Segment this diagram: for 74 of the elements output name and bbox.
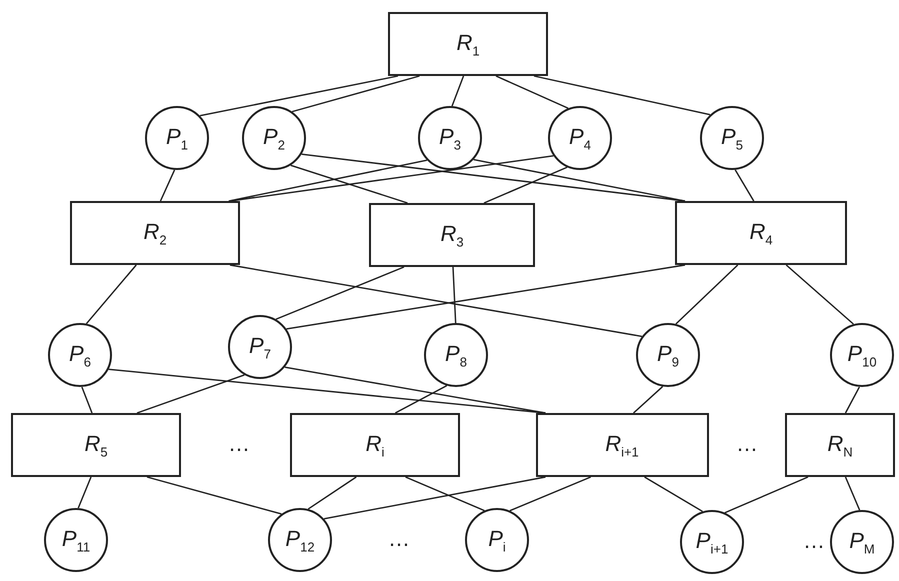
ellipsis: … xyxy=(228,431,250,457)
connector-line xyxy=(160,170,176,202)
relation-box xyxy=(11,413,181,477)
node-label: P$_{9}$ xyxy=(657,340,679,370)
ellipsis: … xyxy=(388,526,410,552)
connector-line xyxy=(228,160,428,202)
node-label: P$_{11}$ xyxy=(62,526,90,554)
connector-line xyxy=(484,166,568,204)
node-label: R$_{i}$ xyxy=(366,430,384,460)
node-label: P$_{5}$ xyxy=(721,124,743,152)
connector-line xyxy=(146,476,282,515)
parameter-circle xyxy=(418,106,482,170)
node-label: R$_{N}$ xyxy=(827,430,853,460)
connector-line xyxy=(308,476,357,510)
connector-line xyxy=(644,476,703,512)
ellipsis: … xyxy=(803,528,825,554)
node-label: R$_{i+1}$ xyxy=(605,430,639,460)
node-label: P$_{2}$ xyxy=(263,124,285,152)
connector-line xyxy=(786,264,854,325)
node-label: P$_{8}$ xyxy=(445,340,467,370)
connector-line xyxy=(675,264,738,324)
node-label: P$_{M}$ xyxy=(849,528,875,556)
node-label: P$_{1}$ xyxy=(166,124,188,152)
connector-line xyxy=(324,476,546,520)
connector-line xyxy=(290,164,408,204)
connector-line xyxy=(286,264,686,330)
connector-line xyxy=(452,266,456,324)
node-label: P$_{7}$ xyxy=(249,332,271,362)
ellipsis: … xyxy=(736,431,758,457)
connector-line xyxy=(276,266,404,320)
connector-line xyxy=(734,169,754,202)
connector-line xyxy=(844,476,860,510)
connector-line xyxy=(200,75,398,116)
connector-line xyxy=(78,476,92,508)
node-label: P$_{6}$ xyxy=(69,340,91,370)
connector-line xyxy=(136,374,245,414)
relation-box xyxy=(785,413,895,477)
connector-line xyxy=(230,264,642,338)
connector-line xyxy=(230,155,554,202)
node-label: R$_{1}$ xyxy=(456,30,480,58)
connector-line xyxy=(81,386,93,414)
node-label: P$_{i}$ xyxy=(488,526,506,554)
connector-line xyxy=(510,476,592,512)
connector-line xyxy=(724,476,808,514)
node-label: R$_{3}$ xyxy=(440,220,464,250)
parameter-circle xyxy=(228,315,292,379)
node-label: P$_{i+1}$ xyxy=(696,528,728,556)
connector-line xyxy=(496,75,568,109)
relation-box xyxy=(536,413,708,477)
node-label: P$_{12}$ xyxy=(285,526,315,554)
parameter-circle xyxy=(242,106,306,170)
relation-box xyxy=(290,413,460,477)
connector-line xyxy=(534,75,710,116)
node-label: R$_{2}$ xyxy=(143,218,167,248)
connector-line xyxy=(405,476,485,512)
connector-line xyxy=(284,366,546,414)
node-label: R$_{4}$ xyxy=(749,218,773,248)
parameter-circle xyxy=(268,508,332,572)
relation-box xyxy=(388,12,548,76)
relation-box xyxy=(70,201,240,265)
connector-line xyxy=(844,386,860,414)
parameter-circle xyxy=(548,106,612,170)
connector-line xyxy=(633,386,664,414)
relation-box xyxy=(675,201,847,265)
node-label: P$_{4}$ xyxy=(569,124,591,152)
node-label: R$_{5}$ xyxy=(84,430,108,460)
connector-line xyxy=(394,385,448,414)
connector-line xyxy=(292,75,420,112)
connector-line xyxy=(473,158,686,202)
connector-line xyxy=(451,76,464,106)
relation-box xyxy=(369,203,535,267)
node-label: P$_{3}$ xyxy=(439,124,461,152)
node-label: P$_{10}$ xyxy=(847,340,877,370)
connector-line xyxy=(86,264,137,324)
